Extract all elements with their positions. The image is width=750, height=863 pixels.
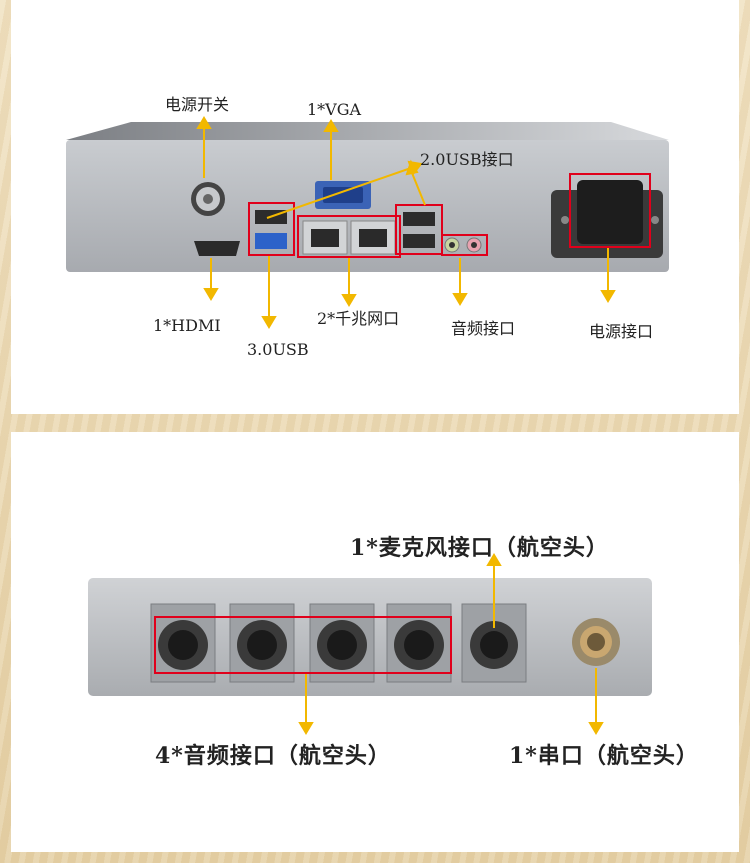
aviation-audio-1-icon <box>150 603 216 683</box>
aviation-audio-4-icon <box>386 603 452 683</box>
vga-port-icon <box>315 181 371 209</box>
rear-panel-photo-bottom: 1*麦克风接口（航空头） 4*音频接口（航空头） 1*串口（航空头） <box>11 432 739 852</box>
lan-highlight <box>297 215 401 258</box>
power-switch-icon <box>191 182 225 216</box>
label-usb2: 2.0USB接口 <box>420 150 514 169</box>
label-gigabit-lan: 2*千兆网口 <box>317 309 400 328</box>
label-power-switch: 电源开关 <box>165 95 230 114</box>
highlight-boxes <box>248 173 651 258</box>
power-inlet-icon <box>551 180 663 258</box>
label-hdmi: 1*HDMI <box>153 316 221 335</box>
audio-connectors-highlight <box>154 616 452 674</box>
pointer-arrows <box>196 116 616 329</box>
pointer-arrows-2 <box>298 553 604 735</box>
rear-panel-photo-top: 电源开关 1*VGA 2.0USB接口 1*HDMI 3.0USB 2*千兆网口… <box>11 0 739 414</box>
lan-port-1-icon <box>302 220 348 255</box>
aviation-audio-3-icon <box>309 603 375 683</box>
device-top-edge <box>66 122 669 140</box>
label-aviation-audio: 4*音频接口（航空头） <box>155 743 391 769</box>
audio-highlight <box>441 234 488 256</box>
label-serial: 1*串口（航空头） <box>509 743 699 769</box>
label-power-port: 电源接口 <box>589 322 654 341</box>
lan-port-2-icon <box>350 220 396 255</box>
device-aviation-illustration <box>88 553 652 735</box>
usb-left-highlight <box>248 202 295 256</box>
usb2-port-right-2-icon <box>403 234 435 248</box>
label-usb3: 3.0USB <box>247 340 309 359</box>
aviation-audio-2-icon <box>229 603 295 683</box>
device-rear-illustration <box>66 116 669 329</box>
power-port-highlight <box>569 173 651 248</box>
label-audio-port: 音频接口 <box>451 319 516 338</box>
hdmi-port-icon <box>194 241 240 256</box>
aviation-serial-icon <box>572 618 620 666</box>
label-vga: 1*VGA <box>307 100 362 119</box>
usb2-port-right-1-icon <box>403 212 435 226</box>
usb3-port-icon <box>255 233 287 249</box>
label-microphone: 1*麦克风接口（航空头） <box>350 535 609 561</box>
usb2-right-highlight <box>395 204 443 255</box>
